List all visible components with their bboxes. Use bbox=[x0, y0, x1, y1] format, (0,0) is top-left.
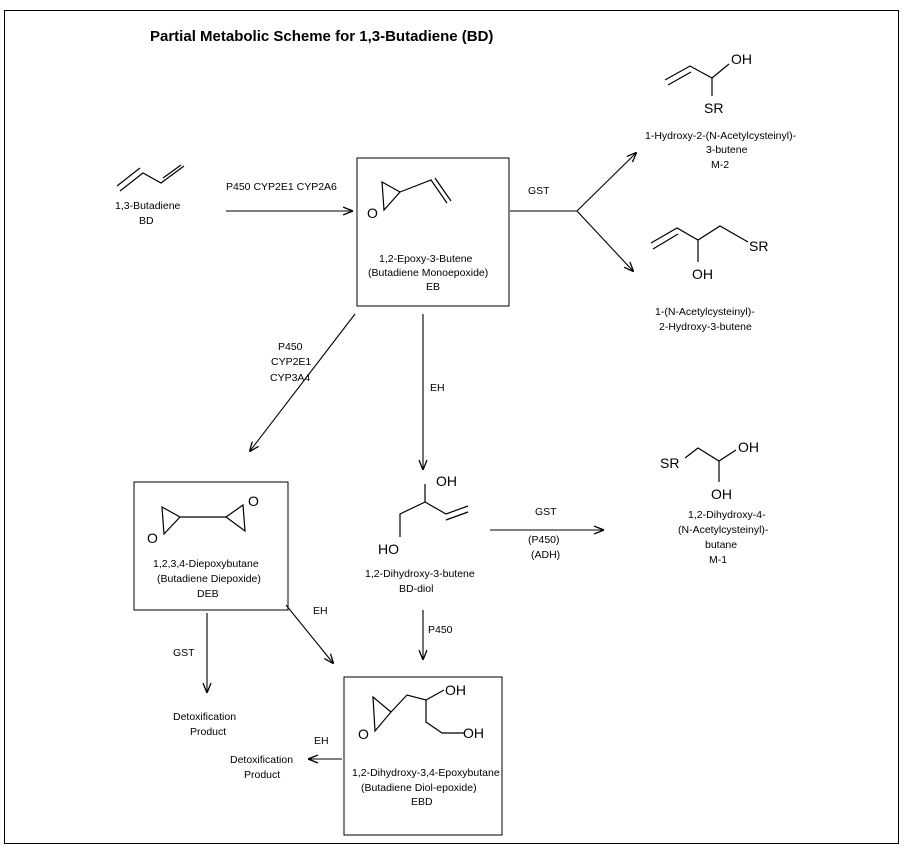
arrow-gst-to-nac bbox=[576, 210, 633, 271]
m1-hydroxyl-top: OH bbox=[738, 439, 759, 455]
m2-structure bbox=[664, 63, 730, 96]
detox1-line2: Product bbox=[190, 726, 226, 738]
detox2-line1: Detoxification bbox=[230, 754, 293, 766]
enzyme-deb-to-ebd: EH bbox=[313, 605, 328, 617]
bddiol-hydroxyl-top: OH bbox=[436, 473, 457, 489]
m2-sr-group: SR bbox=[704, 100, 723, 116]
deb-oxygen-left: O bbox=[147, 530, 158, 546]
bddiol-abbr: BD-diol bbox=[399, 583, 433, 595]
deb-oxygen-right: O bbox=[248, 493, 259, 509]
eb-abbr: EB bbox=[426, 281, 440, 293]
ebd-name: 1,2-Dihydroxy-3,4-Epoxybutane bbox=[352, 767, 500, 779]
m1-name-line2: (N-Acetylcysteinyl)- bbox=[678, 524, 769, 536]
enzyme-deb-gst: GST bbox=[173, 647, 195, 659]
arrow-gst-to-m2 bbox=[576, 153, 636, 212]
ebd-abbr: EBD bbox=[411, 796, 433, 808]
arrow-deb-to-ebd bbox=[285, 604, 333, 663]
m1-name-line1: 1,2-Dihydroxy-4- bbox=[688, 509, 766, 521]
eb-oxygen: O bbox=[367, 205, 378, 221]
nac-name-line2: 2-Hydroxy-3-butene bbox=[659, 321, 752, 333]
ebd-hydroxyl-top: OH bbox=[445, 682, 466, 698]
m1-structure bbox=[684, 447, 737, 482]
bddiol-hydroxyl-left: HO bbox=[378, 541, 399, 557]
nac-hydroxyl: OH bbox=[692, 266, 713, 282]
deb-alt-name: (Butadiene Diepoxide) bbox=[157, 573, 261, 585]
eb-alt-name: (Butadiene Monoepoxide) bbox=[368, 267, 488, 279]
bd-name: 1,3-Butadiene bbox=[115, 200, 181, 212]
arrow-eb-to-deb bbox=[250, 313, 356, 451]
diagram-title: Partial Metabolic Scheme for 1,3-Butadie… bbox=[150, 28, 493, 45]
m1-sr-group: SR bbox=[660, 455, 679, 471]
m2-hydroxyl: OH bbox=[731, 51, 752, 67]
ebd-oxygen: O bbox=[358, 726, 369, 742]
enzyme-eb-to-deb-3: CYP3A4 bbox=[270, 372, 310, 384]
m2-name-line1: 1-Hydroxy-2-(N-Acetylcysteinyl)- bbox=[645, 130, 797, 142]
bd-structure bbox=[116, 164, 185, 192]
enzyme-eb-to-deb-2: CYP2E1 bbox=[271, 356, 311, 368]
ebd-alt-name: (Butadiene Diol-epoxide) bbox=[361, 782, 477, 794]
m1-hydroxyl-bottom: OH bbox=[711, 486, 732, 502]
enzyme-diol-to-m1-1: GST bbox=[535, 506, 557, 518]
detox1-line1: Detoxification bbox=[173, 711, 236, 723]
bd-abbr: BD bbox=[139, 215, 154, 227]
enzyme-diol-to-ebd: P450 bbox=[428, 624, 453, 636]
eb-box bbox=[356, 157, 510, 307]
nac-structure bbox=[650, 225, 749, 262]
enzyme-eb-to-deb-1: P450 bbox=[278, 341, 303, 353]
deb-structure bbox=[161, 503, 246, 536]
enzyme-eb-gst: GST bbox=[528, 185, 550, 197]
enzyme-bd-to-eb: P450 CYP2E1 CYP2A6 bbox=[226, 181, 337, 193]
nac-sr-group: SR bbox=[749, 238, 768, 254]
m1-abbr: M-1 bbox=[709, 554, 727, 566]
enzyme-diol-to-m1-2: (P450) bbox=[528, 534, 560, 546]
eb-structure bbox=[381, 177, 452, 212]
enzyme-ebd-eh: EH bbox=[314, 735, 329, 747]
m2-name-line2: 3-butene bbox=[706, 144, 748, 156]
m2-abbr: M-2 bbox=[711, 159, 729, 171]
deb-abbr: DEB bbox=[197, 588, 219, 600]
bddiol-structure bbox=[399, 484, 469, 537]
ebd-hydroxyl-bottom: OH bbox=[463, 725, 484, 741]
bddiol-name: 1,2-Dihydroxy-3-butene bbox=[365, 568, 475, 580]
figure-border bbox=[4, 10, 899, 844]
m1-name-line3: butane bbox=[705, 539, 737, 551]
deb-name: 1,2,3,4-Diepoxybutane bbox=[153, 558, 259, 570]
enzyme-diol-to-m1-3: (ADH) bbox=[531, 549, 560, 561]
ebd-structure bbox=[372, 689, 464, 734]
nac-name-line1: 1-(N-Acetylcysteinyl)- bbox=[655, 306, 755, 318]
eb-name: 1,2-Epoxy-3-Butene bbox=[379, 253, 473, 265]
ebd-box bbox=[343, 676, 503, 836]
detox2-line2: Product bbox=[244, 769, 280, 781]
enzyme-eb-to-diol: EH bbox=[430, 382, 445, 394]
deb-box bbox=[133, 481, 289, 611]
